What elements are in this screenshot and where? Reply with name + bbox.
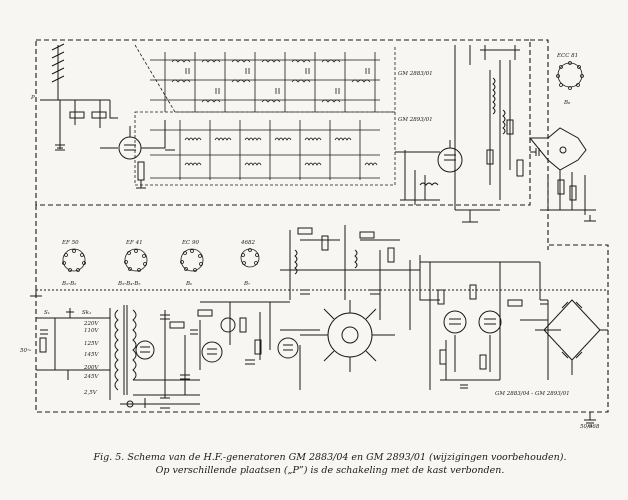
figure-caption-line-2: Op verschillende plaatsen („P”) is de sc… (155, 465, 505, 476)
label-gm-bottom: GM 2883/04 - GM 2893/01 (495, 391, 570, 397)
label-gm-2883-01: GM 2883/01 (398, 71, 433, 77)
label-pin-b6: B₆ (185, 281, 193, 287)
range-coil-bank (150, 52, 380, 180)
label-v145: 145V (84, 352, 99, 358)
modulator-section (420, 261, 608, 390)
oscillator-section (40, 43, 175, 189)
label-tube-ef50: EF 50 (61, 240, 79, 246)
label-gm-2893-01: GM 2893/01 (398, 117, 433, 123)
label-tube-ef41: EF 41 (125, 240, 143, 246)
ground-symbols (30, 145, 596, 427)
upper-dashed-enclosure (35, 39, 549, 250)
rectifier-tube (135, 340, 155, 360)
label-v110: 110V (84, 328, 99, 334)
label-v125: 125V (84, 341, 99, 347)
label-v25: 2,5V (83, 390, 98, 396)
label-pin-b8: B₈ (563, 100, 571, 106)
socket-diagrams (62, 61, 584, 272)
band-switch-section (269, 225, 440, 390)
power-supply-section (36, 301, 290, 409)
label-mains: 50~ (20, 348, 32, 354)
output-amplifier-section (395, 45, 596, 223)
coil-bank-border (134, 44, 396, 186)
main-dashed-enclosure (35, 205, 609, 413)
label-sk1: Sk₁ (82, 310, 91, 316)
label-p-marker: P (30, 95, 35, 101)
label-tube-4682: 4682 (240, 240, 255, 246)
label-pin-b7: B₇ (243, 281, 251, 287)
label-v220: 220V (83, 321, 99, 327)
label-tube-ecc81: ECC 81 (556, 53, 578, 59)
label-pin-b3b4b5: B₃-B₄-B₅ (117, 281, 141, 287)
label-v200: 200V (83, 365, 99, 371)
label-tube-ec90: EC 90 (181, 240, 199, 246)
label-pin-b1b2: B₁-B₂ (61, 281, 76, 287)
figure-caption-line-1: Fig. 5. Schema van de H.F.-generatoren G… (93, 452, 567, 463)
label-ref-code: 50/368 (580, 424, 600, 430)
label-v245: 245V (83, 374, 99, 380)
oscillator-tube (118, 136, 142, 160)
label-s1: S₁ (44, 310, 50, 316)
schematic-labels: GM 2883/01 GM 2893/01 GM 2883/04 - GM 28… (20, 53, 600, 430)
